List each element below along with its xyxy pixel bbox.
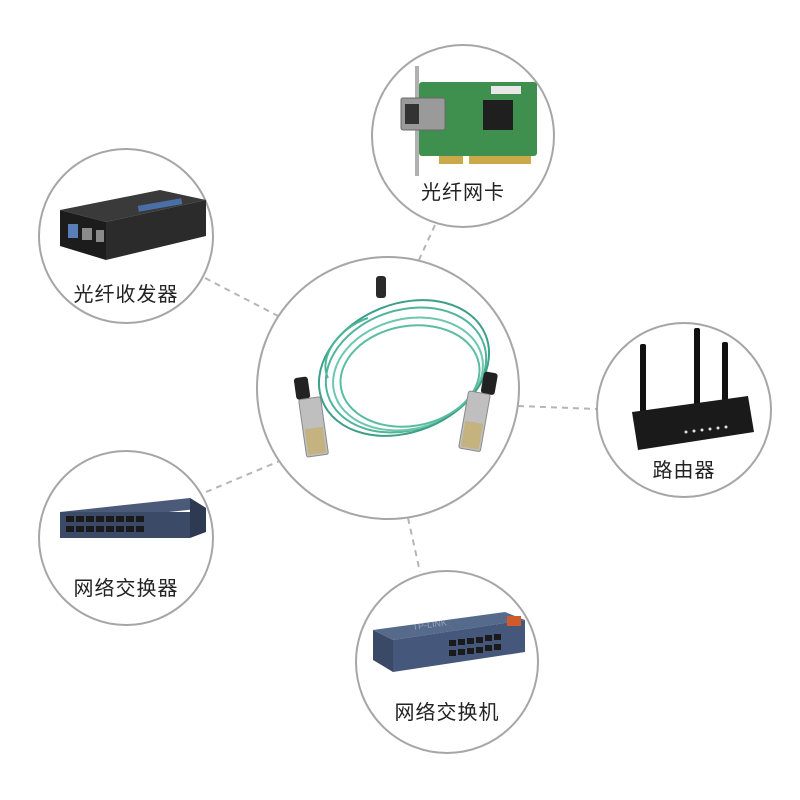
connector-switch2 bbox=[407, 517, 421, 573]
connector-nic bbox=[417, 224, 436, 263]
device-label-nic: 光纤网卡 bbox=[421, 180, 505, 204]
center-node bbox=[256, 256, 520, 520]
device-node-router: 路由器 bbox=[596, 322, 772, 498]
sfp-aoc-cable-icon bbox=[293, 276, 498, 458]
device-label-router: 路由器 bbox=[652, 458, 716, 482]
media-converter-icon bbox=[60, 190, 206, 260]
device-node-nic: 光纤网卡 bbox=[371, 44, 555, 228]
connector-router bbox=[517, 405, 598, 410]
device-node-transceiver: 光纤收发器 bbox=[38, 148, 214, 324]
device-node-switch1: 网络交换器 bbox=[38, 450, 214, 626]
device-label-switch1: 网络交换器 bbox=[73, 576, 179, 600]
connector-transceiver bbox=[204, 277, 283, 319]
device-label-transceiver: 光纤收发器 bbox=[73, 282, 179, 306]
device-node-switch2: TP-LINK 网络交换机 bbox=[355, 570, 539, 754]
network-card-icon bbox=[400, 66, 537, 176]
switch-brand-logo: TP-LINK bbox=[412, 617, 448, 632]
network-switch-icon bbox=[60, 498, 206, 538]
connector-switch1 bbox=[205, 459, 283, 493]
network-switch-icon: TP-LINK bbox=[373, 612, 525, 672]
router-icon bbox=[632, 328, 754, 450]
device-label-switch2: 网络交换机 bbox=[394, 700, 500, 724]
